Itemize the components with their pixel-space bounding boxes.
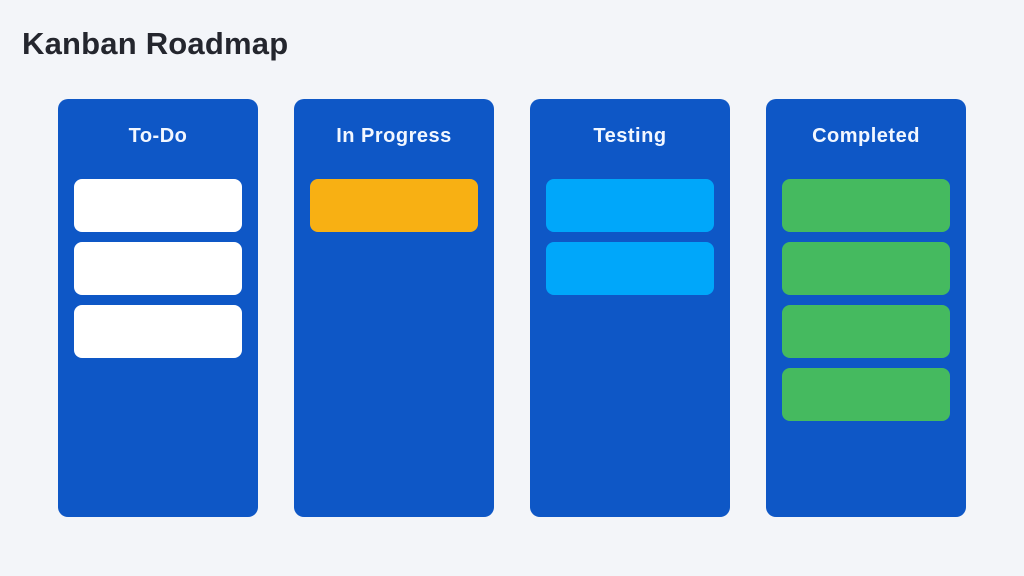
column-header-todo: To-Do: [128, 125, 188, 147]
kanban-card-completed-2[interactable]: [782, 242, 950, 295]
card-list-todo: [74, 179, 242, 358]
page-title: Kanban Roadmap: [22, 26, 289, 61]
kanban-card-testing-2[interactable]: [546, 242, 714, 295]
column-header-in-progress: In Progress: [336, 125, 452, 147]
kanban-card-completed-4[interactable]: [782, 368, 950, 421]
kanban-card-completed-1[interactable]: [782, 179, 950, 232]
card-list-testing: [546, 179, 714, 295]
kanban-card-todo-2[interactable]: [74, 242, 242, 295]
column-testing: Testing: [530, 99, 730, 517]
column-header-completed: Completed: [812, 125, 920, 147]
kanban-card-in-progress-1[interactable]: [310, 179, 478, 232]
card-list-in-progress: [310, 179, 478, 232]
card-list-completed: [782, 179, 950, 421]
column-in-progress: In Progress: [294, 99, 494, 517]
kanban-card-todo-1[interactable]: [74, 179, 242, 232]
kanban-card-testing-1[interactable]: [546, 179, 714, 232]
column-todo: To-Do: [58, 99, 258, 517]
kanban-card-completed-3[interactable]: [782, 305, 950, 358]
kanban-board: To-Do In Progress Testing Completed: [58, 99, 966, 517]
kanban-card-todo-3[interactable]: [74, 305, 242, 358]
column-completed: Completed: [766, 99, 966, 517]
column-header-testing: Testing: [593, 125, 667, 147]
